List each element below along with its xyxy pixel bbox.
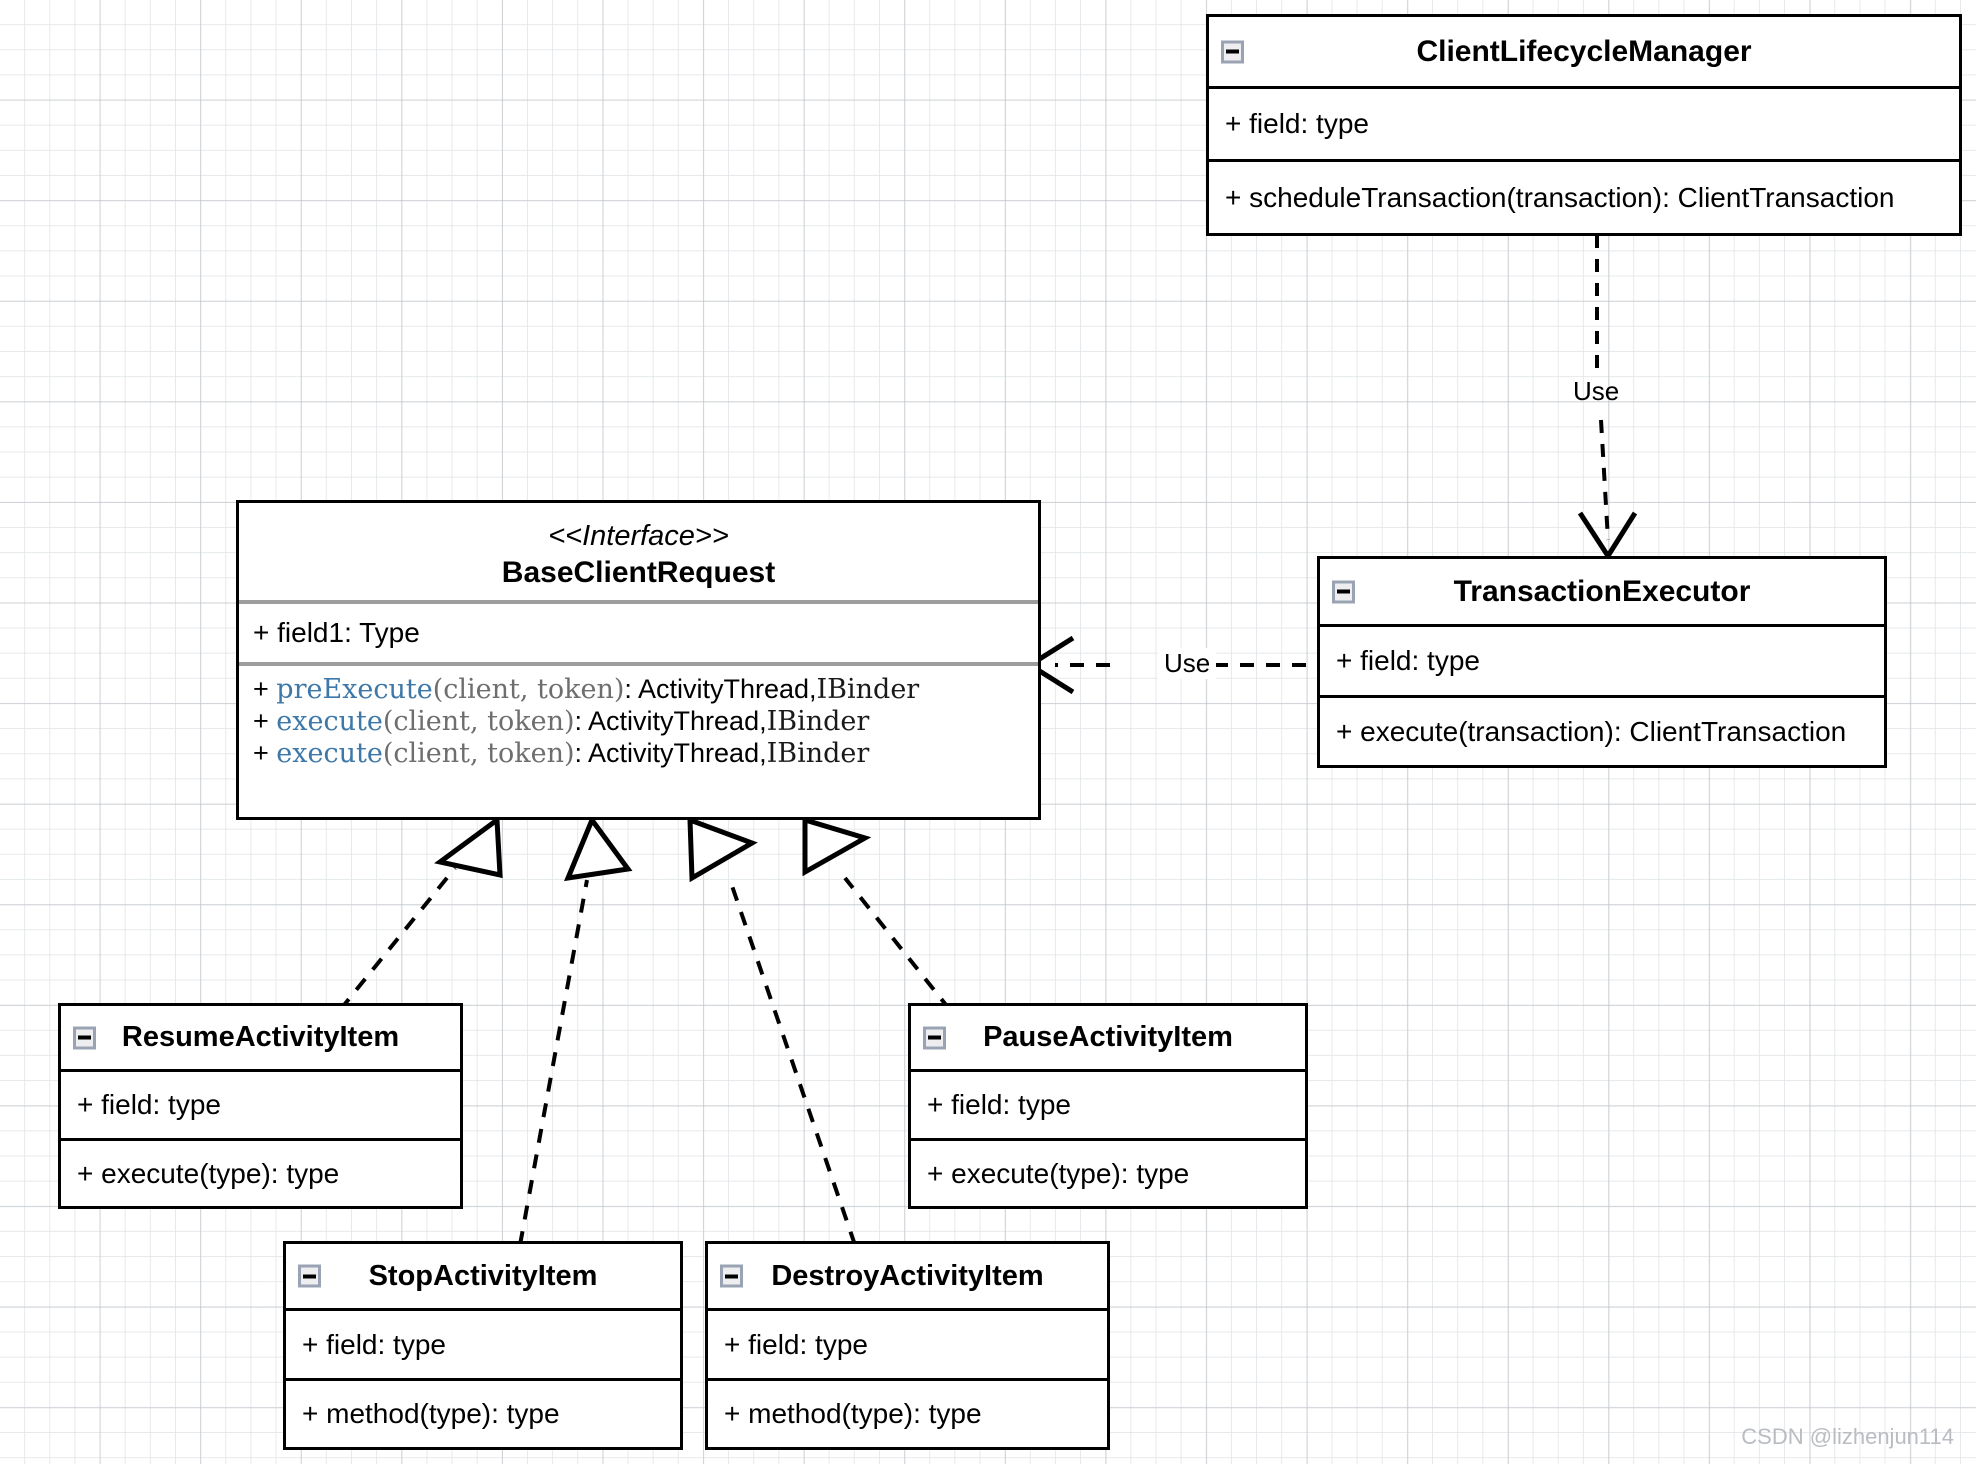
method-visibility: + — [253, 705, 269, 736]
edge-label-use-horizontal: Use — [1158, 648, 1217, 679]
field-label: + field: type — [724, 1328, 868, 1360]
method-label: + method(type): type — [724, 1398, 982, 1429]
class-name-label: StopActivityItem — [368, 1259, 598, 1292]
class-header-client-lifecycle-manager: ClientLifecycleManager — [1209, 17, 1959, 89]
class-name-label: BaseClientRequest — [501, 555, 776, 589]
class-box-resume-activity-item[interactable]: ResumeActivityItem + field: type + execu… — [58, 1003, 463, 1209]
class-methods-transaction-executor: + execute(transaction): ClientTransactio… — [1320, 695, 1884, 765]
class-header-transaction-executor: TransactionExecutor — [1320, 559, 1884, 627]
field-label: + field: type — [77, 1089, 221, 1120]
edge-label-use-vertical: Use — [1573, 376, 1620, 406]
field-label: + field: type — [302, 1328, 446, 1360]
field-label: + field: type — [1225, 108, 1369, 139]
class-header-destroy-activity-item: DestroyActivityItem — [708, 1244, 1107, 1311]
class-name-label: ResumeActivityItem — [121, 1021, 400, 1053]
method-args: (client, token) — [382, 705, 575, 737]
method-row: + execute(client, token): ActivityThread… — [253, 706, 1038, 738]
method-return-type-secondary: IBinder — [766, 737, 870, 769]
minus-box-icon[interactable] — [298, 1264, 321, 1288]
class-fields-transaction-executor: + field: type — [1320, 627, 1884, 695]
class-header-stop-activity-item: StopActivityItem — [286, 1244, 680, 1311]
method-label: + execute(type): type — [77, 1157, 340, 1189]
class-box-destroy-activity-item[interactable]: DestroyActivityItem + field: type + meth… — [705, 1241, 1110, 1450]
field-label: + field: type — [927, 1089, 1071, 1120]
class-box-transaction-executor[interactable]: TransactionExecutor + field: type + exec… — [1317, 556, 1887, 768]
class-methods-stop-activity-item: + method(type): type — [286, 1378, 680, 1447]
class-box-base-client-request[interactable]: <<Interface>> BaseClientRequest + field1… — [236, 500, 1041, 820]
interface-header: <<Interface>> BaseClientRequest — [239, 503, 1038, 604]
class-box-stop-activity-item[interactable]: StopActivityItem + field: type + method(… — [283, 1241, 683, 1450]
minus-box-icon[interactable] — [923, 1026, 946, 1049]
edge-realization-resume — [338, 815, 503, 1012]
minus-box-icon[interactable] — [73, 1026, 96, 1049]
class-methods-pause-activity-item: + execute(type): type — [911, 1138, 1305, 1206]
method-label: + execute(type): type — [927, 1157, 1190, 1189]
edge-realization-destroy — [687, 816, 857, 1246]
minus-box-icon[interactable] — [720, 1264, 743, 1288]
method-args: (client, token) — [382, 737, 575, 769]
minus-box-icon[interactable] — [1221, 40, 1244, 63]
method-row: + preExecute(client, token): ActivityThr… — [253, 674, 1038, 706]
field-label: + field1: Type — [253, 617, 420, 648]
method-visibility: + — [253, 674, 269, 704]
class-methods-client-lifecycle-manager: + scheduleTransaction(transaction): Clie… — [1209, 159, 1959, 233]
class-header-pause-activity-item: PauseActivityItem — [911, 1006, 1305, 1072]
method-return-type: ActivityThread, — [588, 737, 767, 768]
class-name-label: DestroyActivityItem — [771, 1259, 1044, 1292]
method-name: execute — [276, 705, 383, 737]
edge-realization-pause — [802, 816, 952, 1012]
method-row: + execute(client, token): ActivityThread… — [253, 738, 1038, 770]
interface-stereotype-label: <<Interface>> — [548, 520, 729, 552]
method-return-type-secondary: IBinder — [766, 705, 870, 737]
class-name-label: PauseActivityItem — [983, 1021, 1233, 1053]
method-label: + scheduleTransaction(transaction): Clie… — [1225, 181, 1895, 213]
interface-fields: + field1: Type — [239, 604, 1038, 666]
method-return-type: ActivityThread, — [588, 705, 767, 736]
class-name-label: TransactionExecutor — [1453, 574, 1751, 608]
method-label: + method(type): type — [302, 1398, 560, 1429]
interface-methods: + preExecute(client, token): ActivityThr… — [239, 666, 1038, 813]
class-name-label: ClientLifecycleManager — [1416, 34, 1752, 68]
method-label: + execute(transaction): ClientTransactio… — [1336, 715, 1847, 747]
class-box-client-lifecycle-manager[interactable]: ClientLifecycleManager + field: type + s… — [1206, 14, 1962, 236]
class-fields-resume-activity-item: + field: type — [61, 1072, 460, 1138]
method-separator: : — [624, 674, 638, 704]
class-box-pause-activity-item[interactable]: PauseActivityItem + field: type + execut… — [908, 1003, 1308, 1209]
method-separator: : — [574, 705, 589, 736]
method-visibility: + — [253, 737, 269, 768]
method-name: preExecute — [276, 674, 433, 705]
class-fields-stop-activity-item: + field: type — [286, 1311, 680, 1378]
class-methods-destroy-activity-item: + method(type): type — [708, 1378, 1107, 1447]
class-methods-resume-activity-item: + execute(type): type — [61, 1138, 460, 1206]
method-name: execute — [276, 737, 383, 769]
method-return-type: ActivityThread, — [637, 674, 817, 704]
minus-box-icon[interactable] — [1332, 580, 1355, 603]
watermark-label: CSDN @lizhenjun114 — [1741, 1424, 1954, 1449]
method-args: (client, token) — [432, 674, 625, 705]
method-return-type-secondary: IBinder — [816, 674, 920, 705]
class-fields-destroy-activity-item: + field: type — [708, 1311, 1107, 1378]
edge-realization-stop — [518, 814, 633, 1246]
class-header-resume-activity-item: ResumeActivityItem — [61, 1006, 460, 1072]
field-label: + field: type — [1336, 645, 1480, 676]
method-separator: : — [574, 737, 589, 768]
class-fields-client-lifecycle-manager: + field: type — [1209, 89, 1959, 159]
class-fields-pause-activity-item: + field: type — [911, 1072, 1305, 1138]
